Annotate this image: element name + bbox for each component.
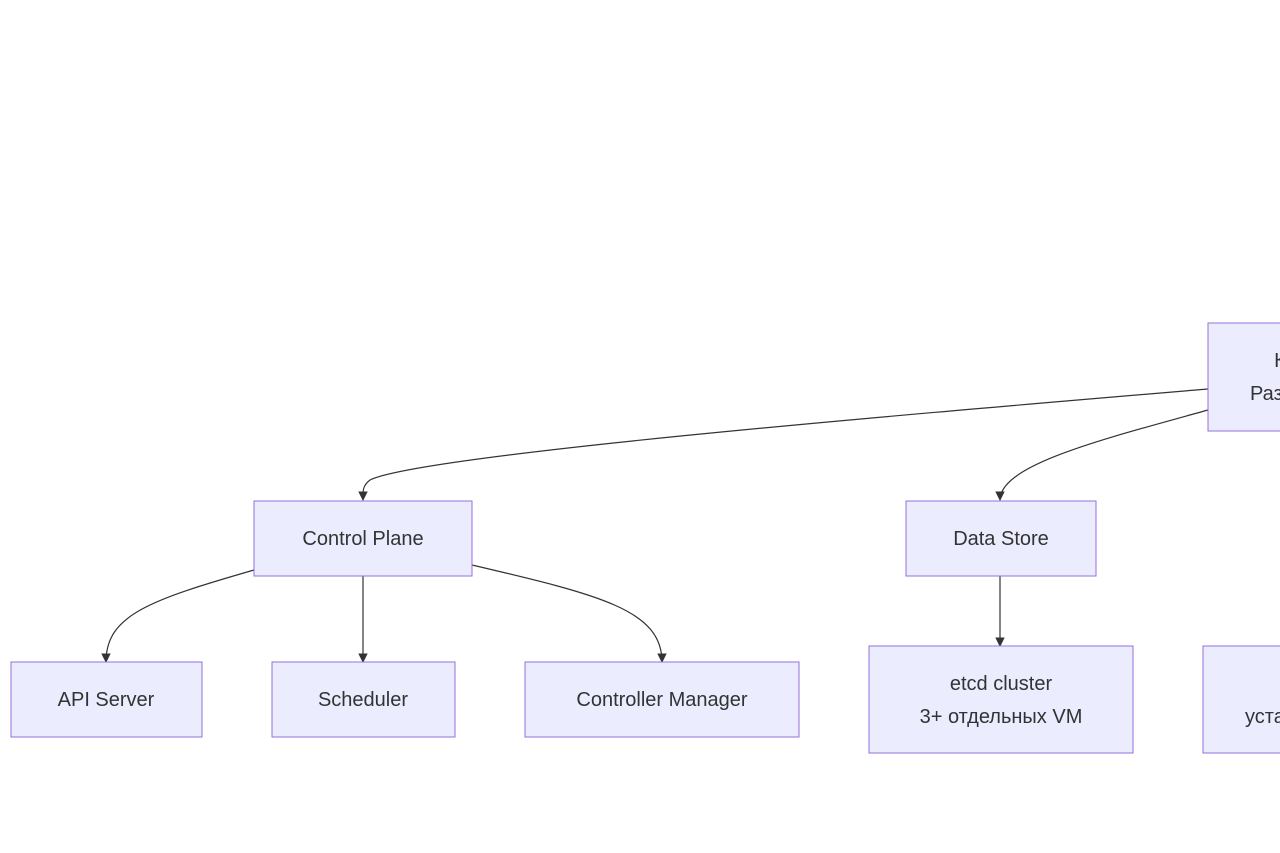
node-label: Scheduler — [318, 689, 408, 711]
edge-root-data-store — [995, 409, 1209, 501]
node-api-server: API Server — [10, 661, 203, 738]
node-label: API Server — [58, 689, 155, 711]
node-label: Data Store — [953, 528, 1049, 550]
node-label: 3+ отдельных VM — [920, 706, 1083, 728]
node-etcd: etcd cluster 3+ отдельных VM — [868, 645, 1134, 754]
node-label: Controller Manager — [576, 689, 748, 711]
node-scheduler: Scheduler — [271, 661, 456, 738]
node-right-bottom: уста — [1202, 645, 1280, 754]
node-label: К — [1274, 350, 1280, 372]
node-label: уста — [1245, 706, 1280, 728]
node-label: Раз — [1250, 383, 1280, 405]
node-data-store: Data Store — [905, 500, 1097, 577]
edge-root-control-plane — [358, 388, 1209, 501]
node-label: Control Plane — [302, 528, 423, 550]
edge-control-plane-api-server — [101, 569, 255, 663]
edge-control-plane-controller-manager — [471, 564, 667, 663]
node-control-plane: Control Plane — [253, 500, 473, 577]
node-label: etcd cluster — [950, 673, 1053, 695]
node-root: К Раз — [1207, 322, 1280, 432]
node-controller-manager: Controller Manager — [524, 661, 800, 738]
